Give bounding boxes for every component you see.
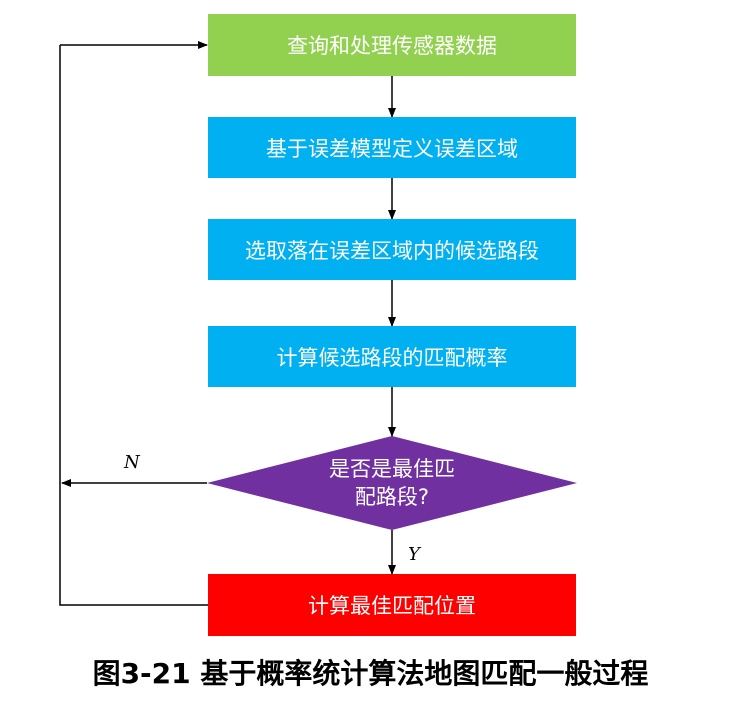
step1-box: 查询和处理传感器数据 bbox=[208, 14, 576, 76]
decision-label: 是否是最佳匹 配路段? bbox=[292, 455, 492, 511]
step3-label: 选取落在误差区域内的候选路段 bbox=[245, 238, 539, 263]
decision-label-line2: 配路段? bbox=[354, 485, 430, 509]
step2-box: 基于误差模型定义误差区域 bbox=[208, 117, 576, 178]
step4-box: 计算候选路段的匹配概率 bbox=[208, 326, 576, 387]
step4-label: 计算候选路段的匹配概率 bbox=[276, 345, 508, 370]
figure-caption: 图3-21 基于概率统计算法地图匹配一般过程 bbox=[92, 657, 649, 690]
step2-label: 基于误差模型定义误差区域 bbox=[266, 136, 518, 161]
step5-box: 计算最佳匹配位置 bbox=[208, 574, 576, 636]
decision-label-line1: 是否是最佳匹 bbox=[329, 457, 455, 481]
step1-label: 查询和处理传感器数据 bbox=[287, 34, 497, 58]
decision-diamond bbox=[207, 436, 577, 530]
step3-box: 选取落在误差区域内的候选路段 bbox=[208, 219, 576, 280]
no-branch-label: N bbox=[124, 452, 140, 473]
loop-back-line bbox=[59, 45, 208, 606]
yes-branch-label: Y bbox=[408, 544, 420, 565]
step5-label: 计算最佳匹配位置 bbox=[308, 594, 476, 618]
